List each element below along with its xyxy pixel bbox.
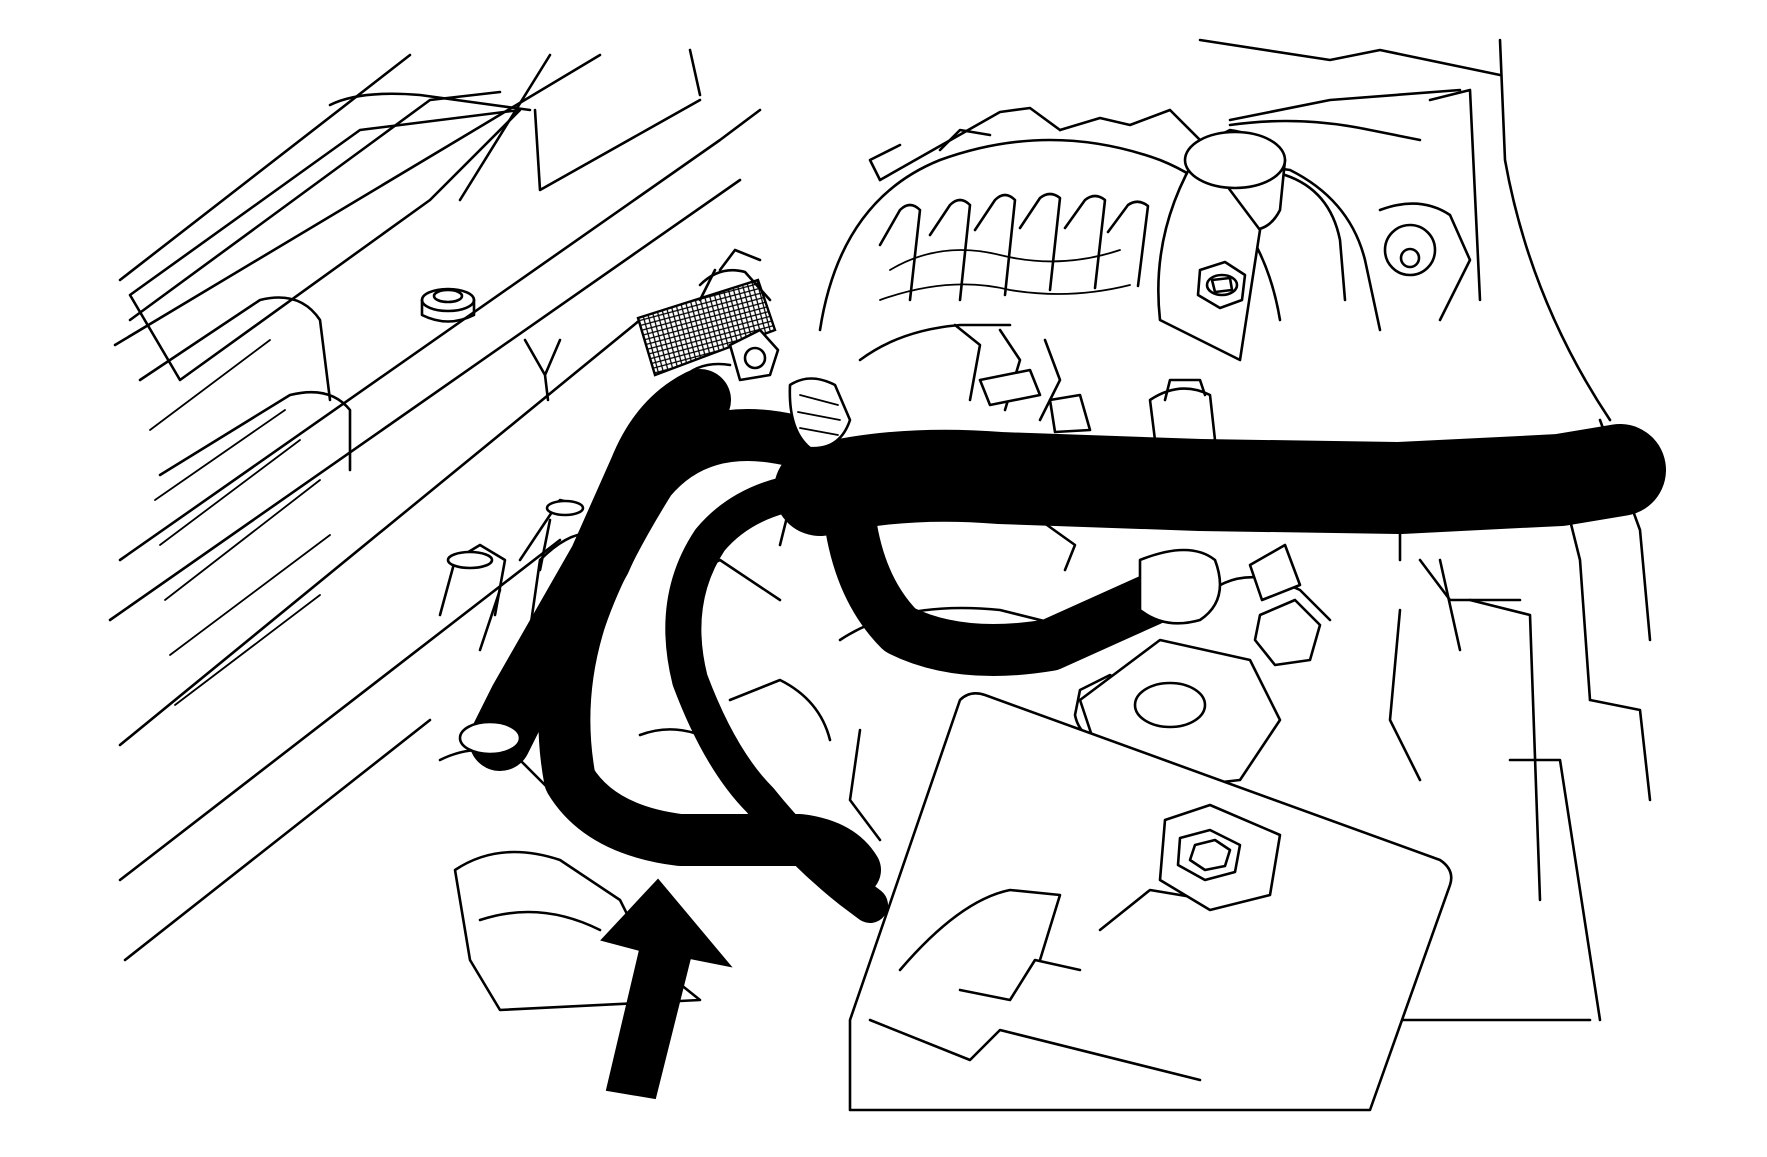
mesh-sleeve <box>636 278 777 377</box>
arrow-up-icon <box>600 878 733 1100</box>
main-wiring-harness <box>774 424 1666 536</box>
left-conduit <box>458 369 731 771</box>
fuse-block-box <box>848 692 1453 1112</box>
harness-connector <box>788 377 852 450</box>
harness-branch <box>824 494 1222 676</box>
engine-cover <box>108 48 762 962</box>
alternator <box>818 88 1482 449</box>
